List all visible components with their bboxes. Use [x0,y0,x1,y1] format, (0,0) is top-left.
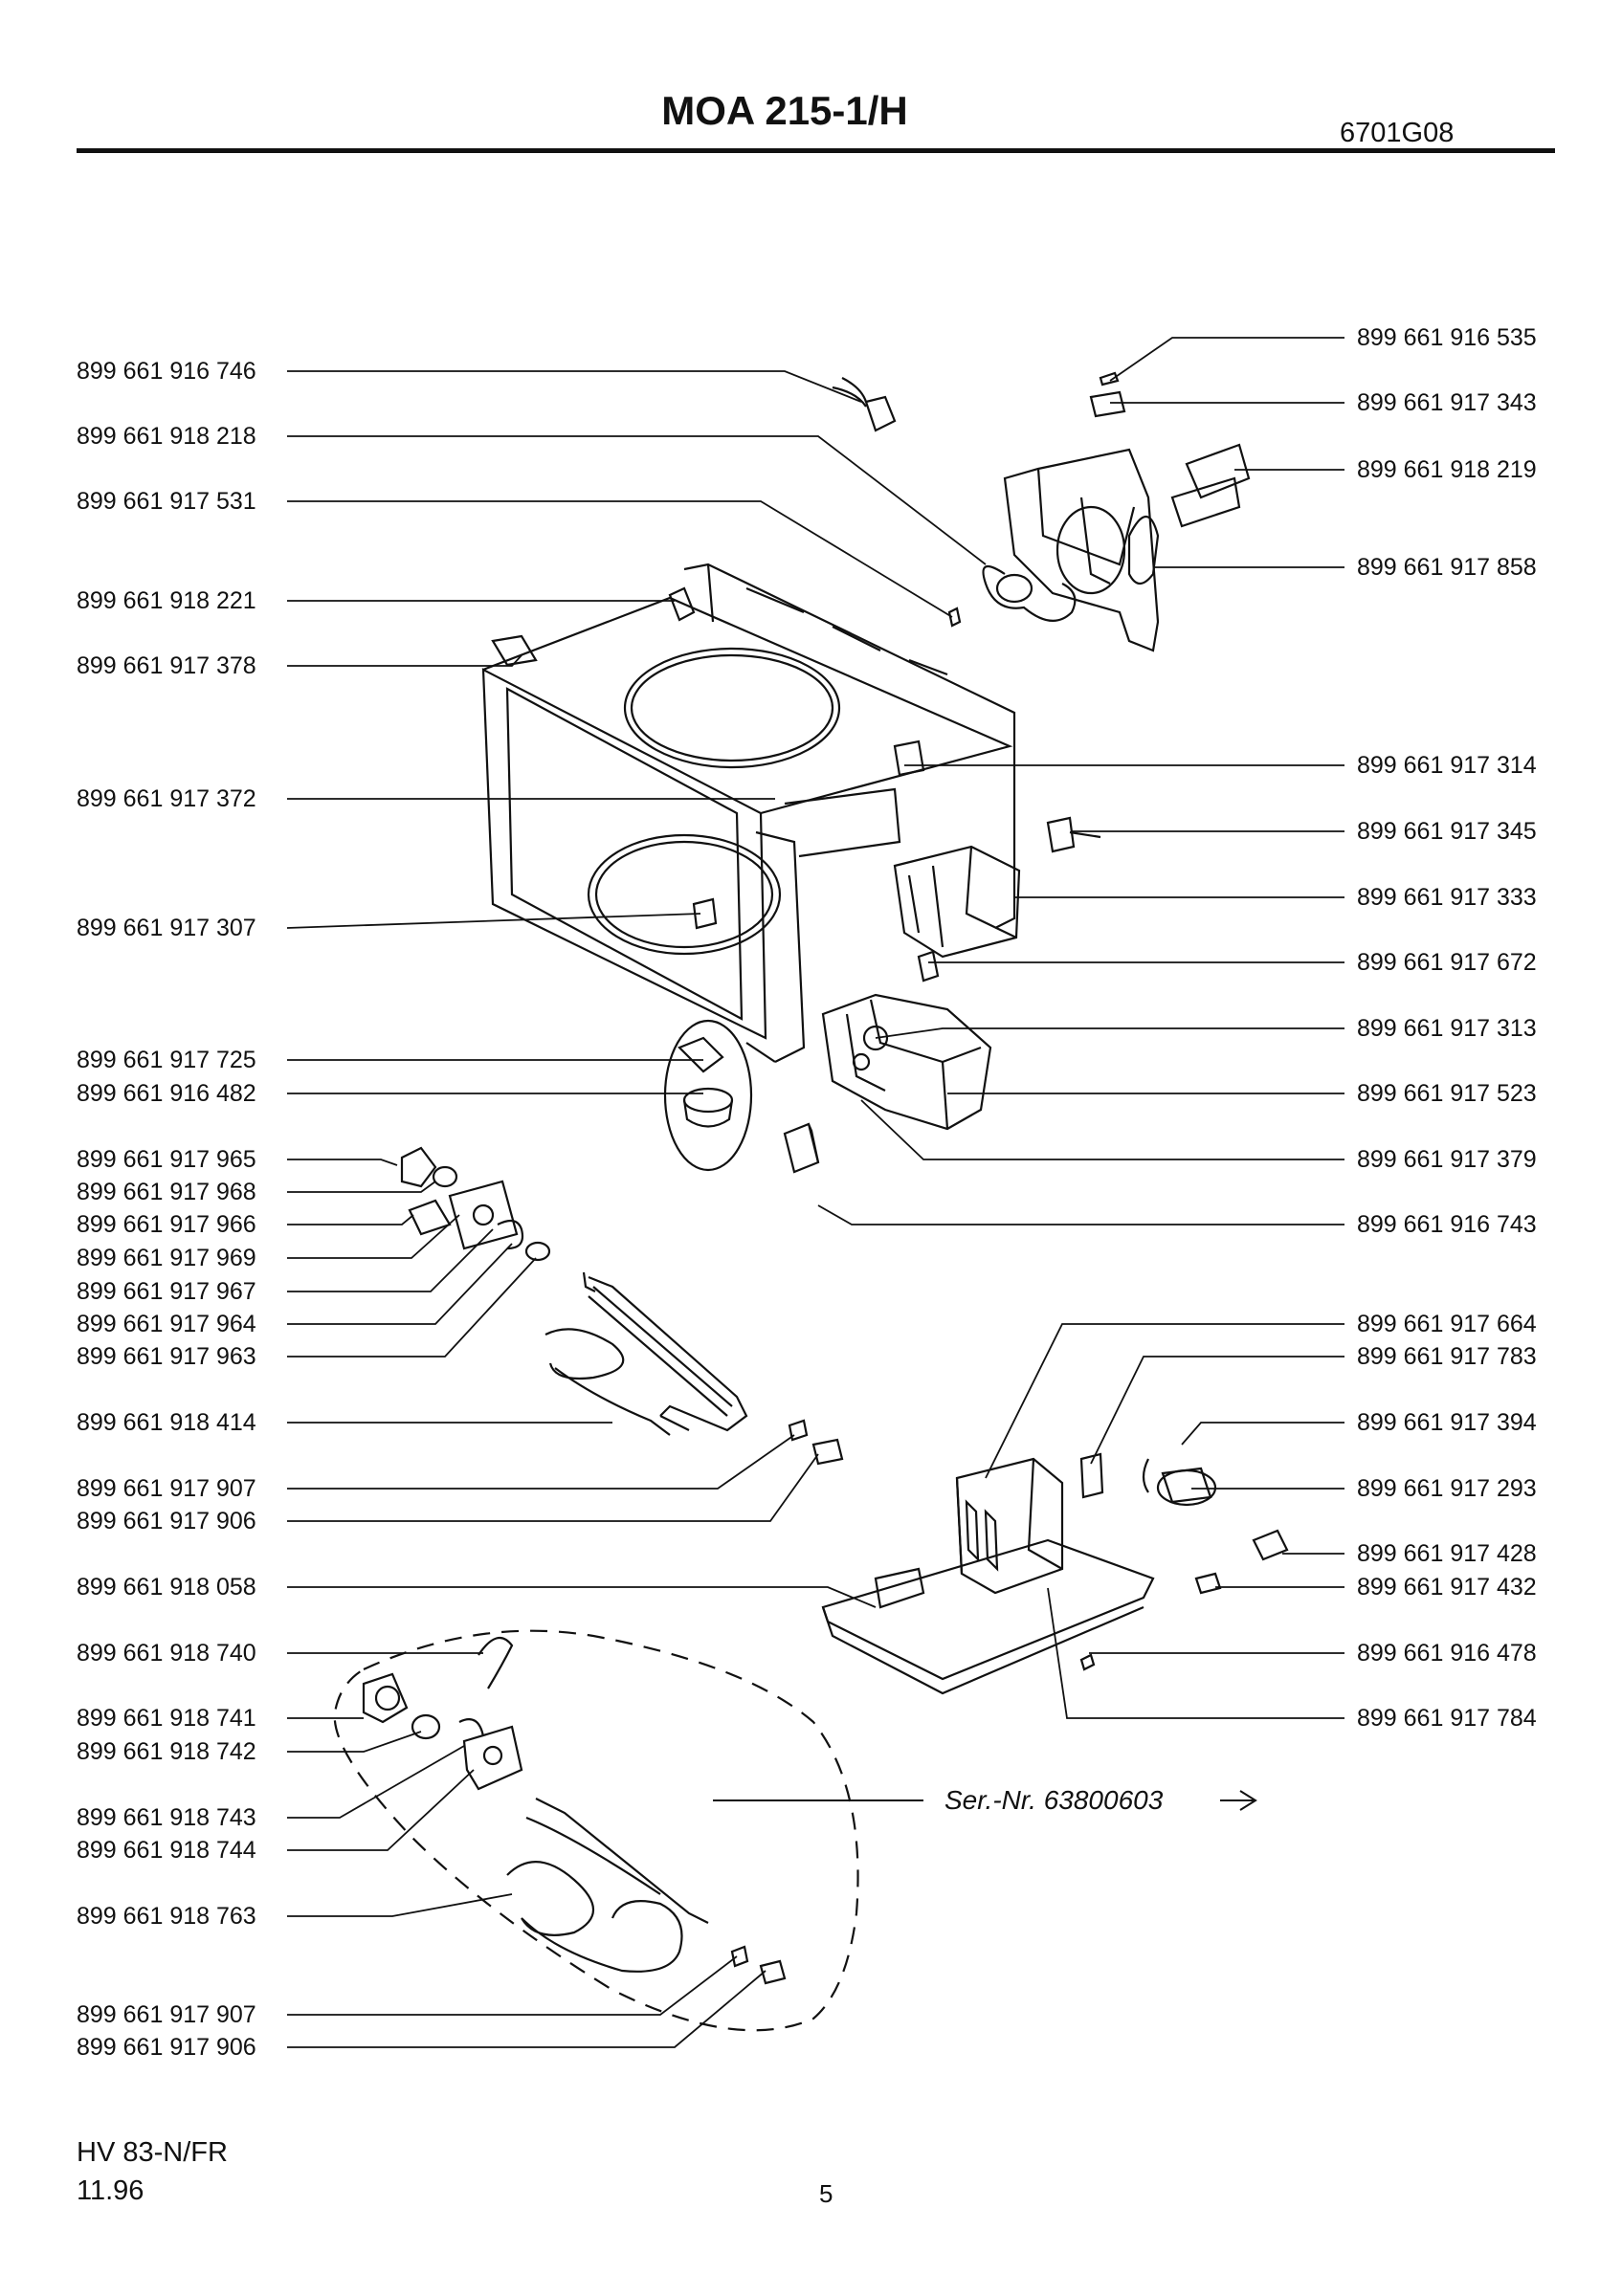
part-number-label: 899 661 917 967 [77,1278,256,1305]
part-number-label: 899 661 917 314 [1357,752,1537,779]
footer-model: HV 83-N/FR [77,2137,228,2168]
leader-lines-right [817,337,1344,1719]
part-number-label: 899 661 918 740 [77,1640,256,1667]
part-number-label: 899 661 918 221 [77,587,256,614]
part-number-label: 899 661 916 743 [1357,1211,1537,1238]
part-number-label: 899 661 917 906 [77,1508,256,1534]
part-number-label: 899 661 917 965 [77,1146,256,1173]
part-number-label: 899 661 918 218 [77,423,256,450]
fan-motor-assembly [982,371,1251,652]
document-code: 6701G08 [1340,118,1455,148]
part-number-label: 899 661 918 219 [1357,456,1537,483]
part-number-label: 899 661 917 313 [1357,1015,1537,1042]
part-number-label: 899 661 918 744 [77,1837,256,1864]
part-number-label: 899 661 917 523 [1357,1080,1537,1107]
part-number-label: 899 661 918 763 [77,1903,256,1930]
serial-arrow [713,1790,1257,1811]
page-title: MOA 215-1/H [661,88,908,133]
magnetron-block [821,993,992,1131]
part-number-label: 899 661 917 664 [1357,1311,1537,1337]
part-number-label: 899 661 917 783 [1357,1343,1537,1370]
part-number-label: 899 661 917 345 [1357,818,1537,845]
part-number-label: 899 661 917 963 [77,1343,256,1370]
part-number-label: 899 661 917 907 [77,2001,256,2028]
part-number-label: 899 661 917 343 [1357,389,1537,416]
part-number-label: 899 661 917 966 [77,1211,256,1238]
base-plate-assembly [821,1452,1289,1695]
part-number-label: 899 661 917 333 [1357,884,1537,911]
part-number-label: 899 661 917 432 [1357,1574,1537,1601]
serial-number-note: Ser.-Nr. 63800603 [944,1785,1164,1815]
part-number-label: 899 661 916 478 [1357,1640,1537,1667]
part-number-label: 899 661 917 372 [77,785,256,812]
part-number-label: 899 661 916 535 [1357,324,1537,351]
part-number-label: 899 661 917 969 [77,1245,256,1271]
part-number-label: 899 661 917 968 [77,1179,256,1205]
part-number-label: 899 661 917 293 [1357,1475,1537,1502]
part-number-label: 899 661 916 746 [77,358,256,385]
part-number-label: 899 661 917 307 [77,915,256,941]
dashed-detail-outline [333,1629,859,2032]
grill-heater-assembly [400,1146,844,1466]
part-number-label: 899 661 917 725 [77,1047,256,1073]
part-number-label: 899 661 917 907 [77,1475,256,1502]
transformer-block [893,845,1021,982]
page-number: 5 [819,2179,833,2208]
part-number-label: 899 661 917 428 [1357,1540,1537,1567]
part-number-label: 899 661 917 379 [1357,1146,1537,1173]
part-number-label: 899 661 918 743 [77,1804,256,1831]
part-number-label: 899 661 917 906 [77,2034,256,2061]
fuse-block [783,1122,820,1174]
part-number-label: 899 661 916 482 [77,1080,256,1107]
part-number-label: 899 661 918 058 [77,1574,256,1601]
part-number-label: 899 661 917 531 [77,488,256,515]
part-number-label: 899 661 917 672 [1357,949,1537,976]
part-number-label: 899 661 918 742 [77,1738,256,1765]
small-bracket-parts [491,586,1101,930]
footer-date: 11.96 [77,2175,144,2206]
part-number-label: 899 661 917 784 [1357,1705,1537,1732]
part-number-label: 899 661 917 394 [1357,1409,1537,1436]
part-number-label: 899 661 918 741 [77,1705,256,1732]
part-number-label: 899 661 918 414 [77,1409,256,1436]
mains-plug [832,377,897,432]
turntable-motor [663,1019,753,1172]
new-grill-parts [362,1636,787,1985]
leader-lines-left [286,370,987,2048]
header-rule [77,148,1555,153]
part-number-label: 899 661 917 964 [77,1311,256,1337]
oven-cavity [481,563,1016,1063]
part-number-label: 899 661 917 858 [1357,554,1537,581]
part-number-label: 899 661 917 378 [77,652,256,679]
